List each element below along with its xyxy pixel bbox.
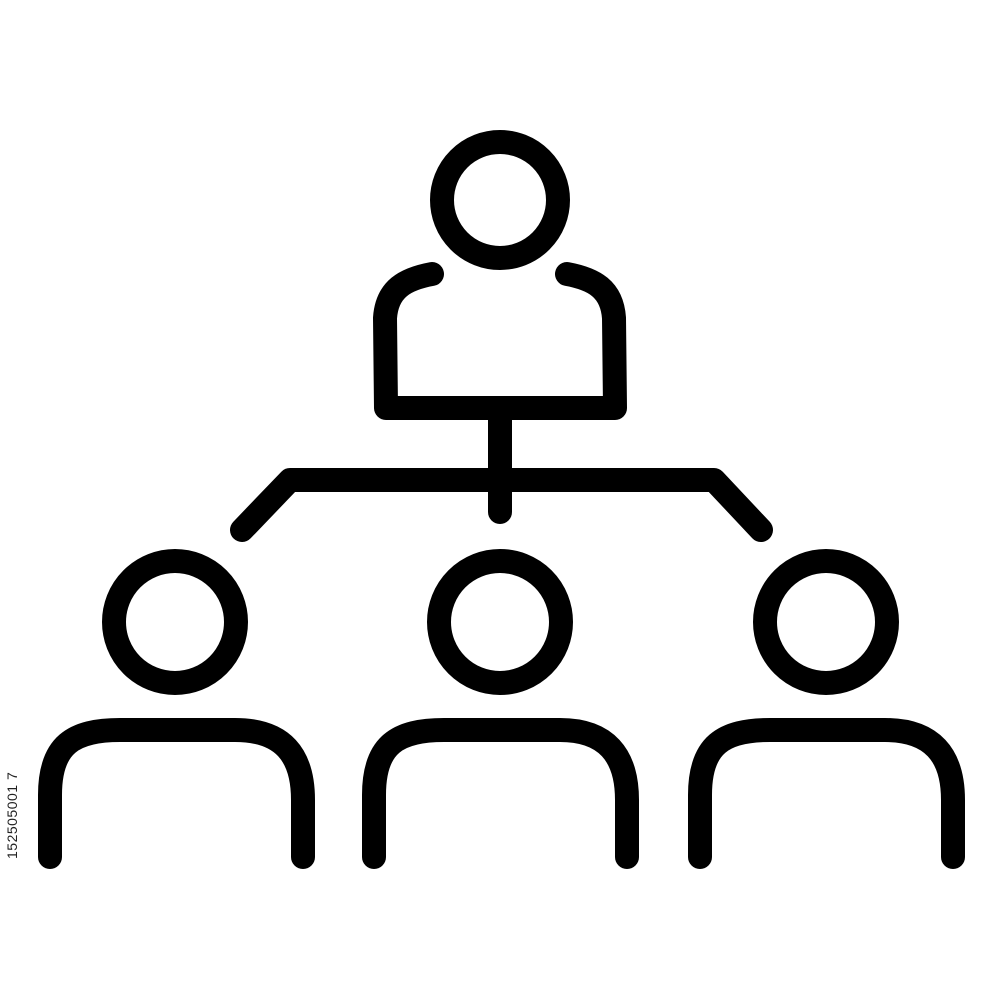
manager-person-icon bbox=[373, 130, 627, 420]
team-member-center-head bbox=[427, 549, 573, 695]
team-member-left-icon bbox=[38, 549, 315, 869]
team-member-right-icon bbox=[688, 549, 965, 869]
team-member-center-body bbox=[362, 718, 639, 869]
horizontal-branch bbox=[230, 468, 773, 542]
manager-body bbox=[373, 262, 627, 420]
team-member-right-head bbox=[753, 549, 899, 695]
team-member-right-body bbox=[688, 718, 965, 869]
team-member-left-head bbox=[102, 549, 248, 695]
manager-head bbox=[430, 130, 570, 270]
team-member-left-body bbox=[38, 718, 315, 869]
stock-id-label: 152505001 7 bbox=[4, 771, 20, 859]
hierarchy-connector-lines bbox=[230, 400, 773, 542]
team-member-center-icon bbox=[362, 549, 639, 869]
